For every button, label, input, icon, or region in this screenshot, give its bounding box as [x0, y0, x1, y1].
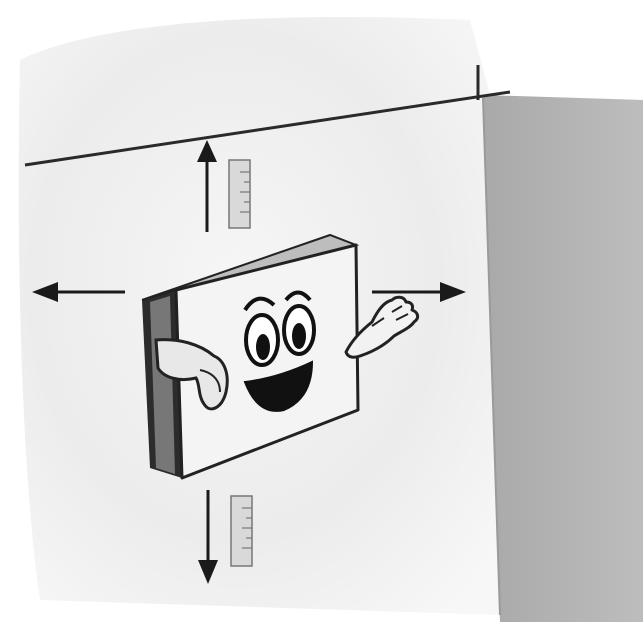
ruler-icon	[228, 159, 251, 229]
arrow-left-icon	[32, 282, 125, 302]
wall-mounted-device	[141, 233, 360, 480]
arrow-right-icon	[372, 282, 466, 302]
side-wall	[483, 95, 643, 622]
hand-icon	[344, 295, 420, 359]
ruler-icon	[230, 495, 253, 567]
ceiling-line	[24, 90, 511, 167]
arrow-down-icon	[198, 490, 218, 584]
corner-edge	[482, 97, 501, 616]
arrow-up-icon	[197, 140, 217, 232]
